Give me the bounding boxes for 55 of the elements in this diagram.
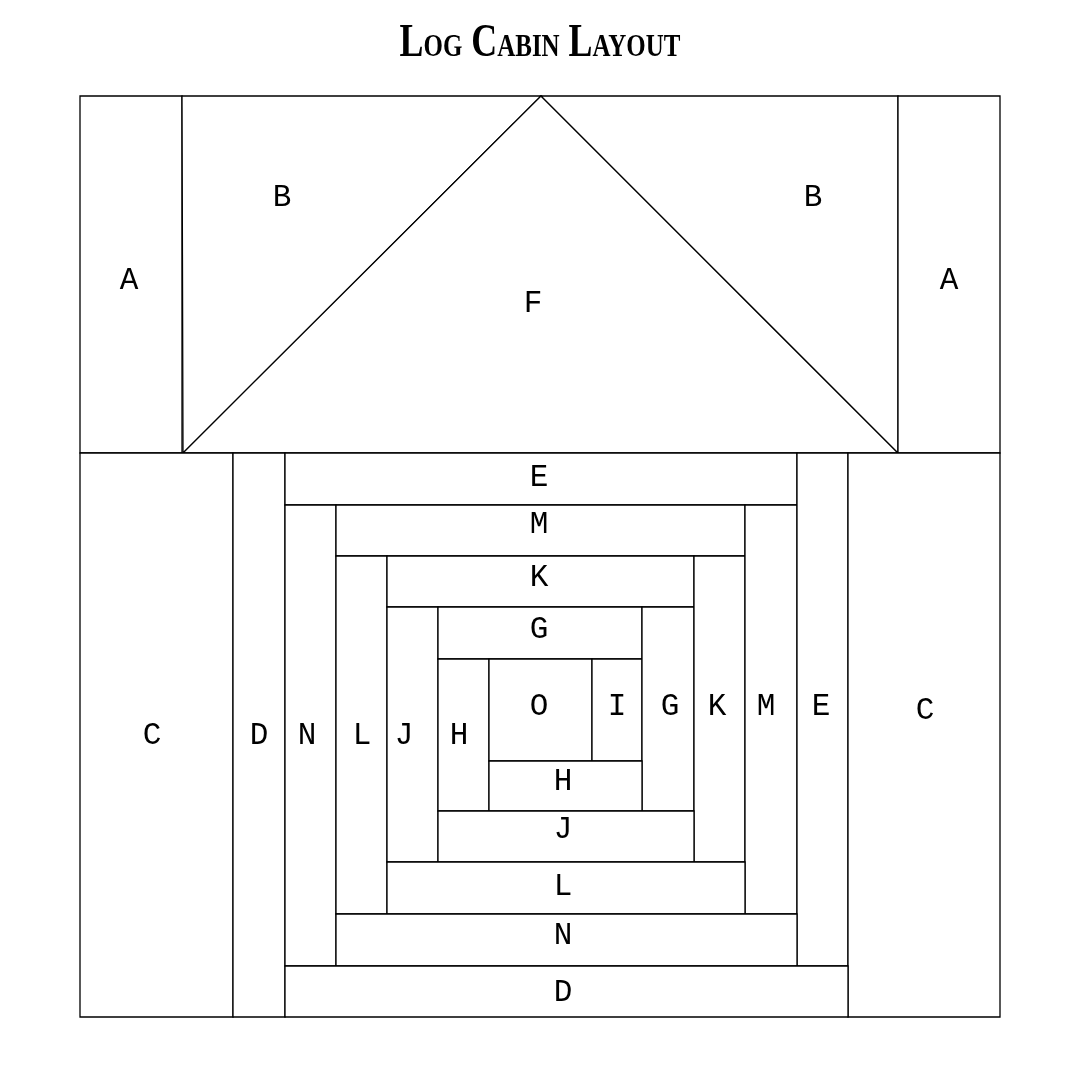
piece-letter: G [529, 613, 549, 645]
piece-letter: D [553, 976, 573, 1008]
quilt-piece [438, 659, 489, 811]
quilt-piece [233, 453, 285, 1017]
piece-letter: E [529, 461, 549, 493]
piece-letter: A [119, 264, 139, 296]
piece-letter: C [915, 694, 935, 726]
quilt-piece [848, 453, 1000, 1017]
quilt-piece [438, 607, 642, 659]
piece-letter: M [529, 508, 549, 540]
piece-letter: F [523, 287, 543, 319]
quilt-piece [80, 453, 233, 1017]
piece-letter: C [142, 719, 162, 751]
piece-letter: E [811, 690, 831, 722]
piece-letter: D [249, 719, 269, 751]
quilt-piece [745, 505, 797, 914]
quilt-piece [285, 453, 797, 505]
piece-letter: L [352, 719, 372, 751]
piece-letter: K [529, 561, 549, 593]
piece-letter: N [553, 919, 573, 951]
quilt-piece [489, 659, 592, 761]
piece-letter: H [449, 719, 469, 751]
piece-letter: J [394, 719, 414, 751]
piece-letter: B [803, 181, 823, 213]
piece-letter: A [939, 264, 959, 296]
quilt-piece [336, 505, 745, 556]
quilt-piece [285, 505, 336, 966]
piece-letter: G [660, 690, 680, 722]
quilt-piece [387, 607, 438, 862]
quilt-piece [285, 966, 848, 1017]
triangle-piece [183, 96, 898, 453]
piece-letter: B [272, 181, 292, 213]
quilt-piece [489, 761, 642, 811]
quilt-piece [387, 862, 745, 914]
quilt-piece [797, 453, 848, 966]
title: Log Cabin Layout [398, 14, 682, 67]
quilt-piece [642, 607, 694, 811]
piece-letter: N [297, 719, 317, 751]
triangle-piece [541, 96, 898, 453]
piece-letter: H [553, 765, 573, 797]
piece-letter: L [553, 870, 573, 902]
quilt-piece [694, 556, 745, 862]
triangle-piece [182, 96, 541, 453]
piece-letter: O [529, 690, 549, 722]
quilt-piece [336, 914, 797, 966]
piece-letter: I [607, 690, 627, 722]
quilt-piece [336, 556, 387, 914]
piece-letter: M [756, 690, 776, 722]
piece-letter: K [707, 690, 727, 722]
piece-letter: J [553, 813, 573, 845]
quilt-piece [387, 556, 694, 607]
quilt-piece [898, 96, 1000, 453]
quilt-piece [80, 96, 182, 453]
quilt-piece [592, 659, 642, 761]
quilt-piece [438, 811, 694, 862]
